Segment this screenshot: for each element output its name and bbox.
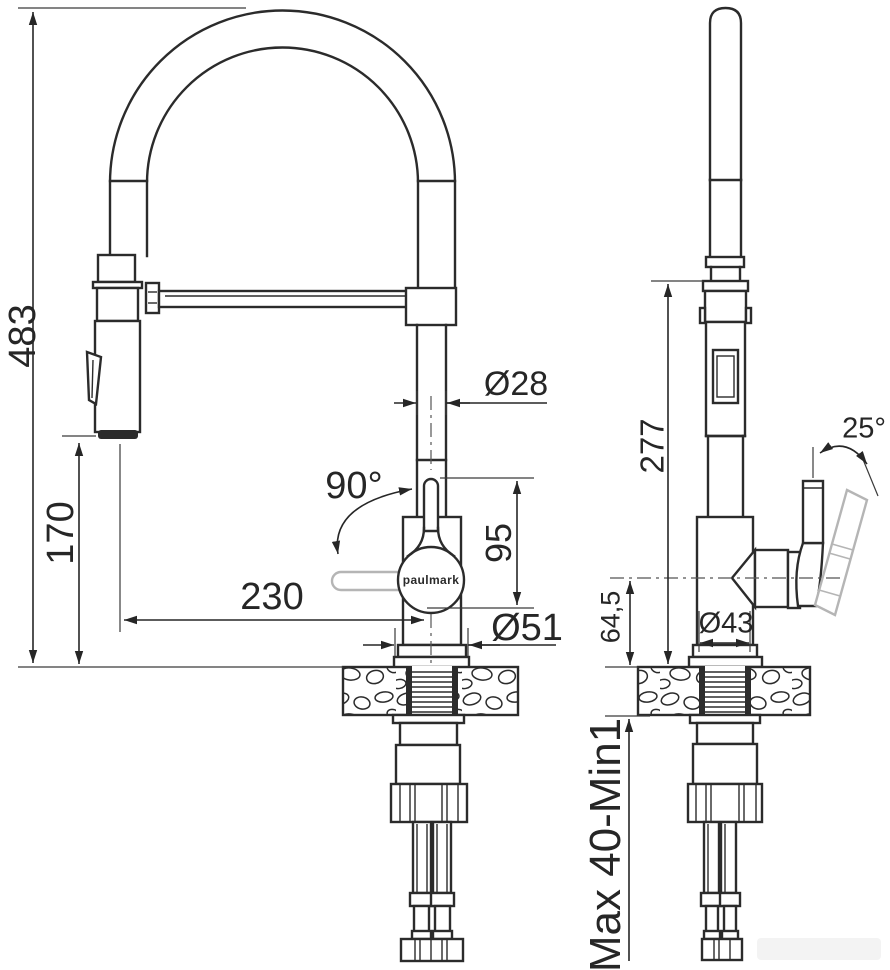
label-deck-thickness-range: Max 40-Min1 [581,717,630,970]
label-spout-bottom-height: 170 [40,501,82,565]
label-spout-reach: 230 [240,576,304,618]
countertop-side [636,665,812,717]
side-tube [698,6,753,519]
mounting-hardware-front [389,713,469,963]
side-body [687,515,764,669]
holder-arm [144,281,458,327]
label-spout-swivel: 90° [325,465,383,507]
label-overall-height: 483 [2,304,44,368]
side-handle-ghost [813,488,869,617]
spray-head [85,253,144,439]
watermark [757,938,881,960]
label-side-body-height: 277 [633,418,671,474]
label-lever-tilt: 25° [842,412,886,445]
label-lever-height: 95 [478,522,519,564]
countertop-front [341,665,520,717]
side-view [610,6,869,962]
side-handle [730,479,825,611]
spout-arc [108,9,457,293]
lever-ghost-front [330,570,406,592]
dim-lever-tilt-arc [819,442,868,465]
dimension-lines [18,7,879,961]
label-base-flange-diameter: Ø51 [491,607,563,649]
lever-front [396,477,466,615]
dim-spout-swivel-arc [331,487,413,555]
label-spout-diameter: Ø28 [483,365,549,403]
brand-logo: paulmark [402,573,460,587]
label-axis-to-deck: 64,5 [595,590,626,644]
front-view [85,9,520,963]
mounting-hardware-side [686,713,764,962]
label-body-diameter: Ø43 [698,607,754,640]
